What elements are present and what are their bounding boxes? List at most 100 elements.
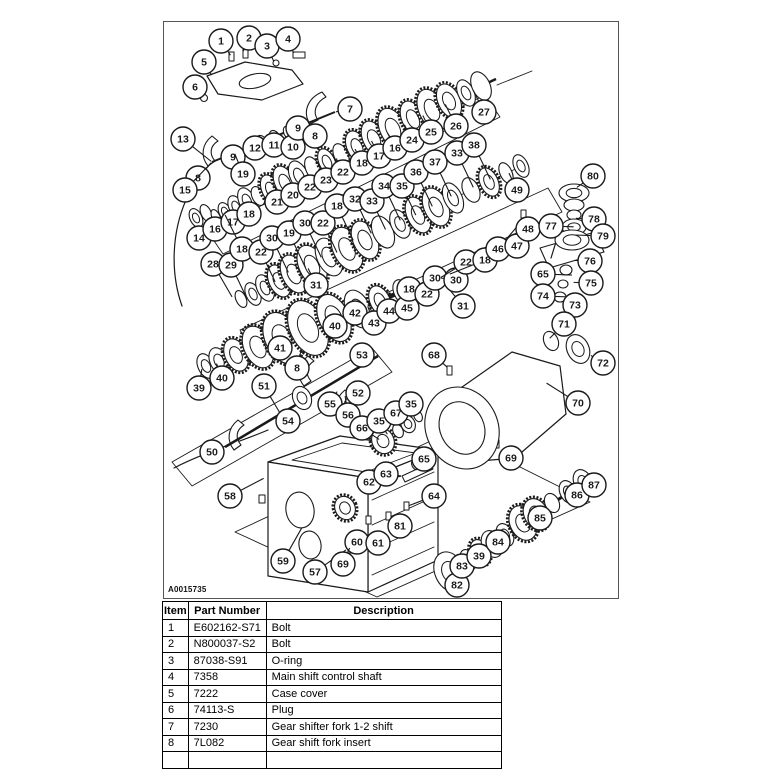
svg-text:62: 62: [363, 477, 375, 489]
callout-39: 39: [186, 368, 212, 401]
svg-text:57: 57: [309, 567, 321, 579]
col-header-description: Description: [265, 601, 502, 620]
table-row: 4 7358 Main shift control shaft: [162, 668, 502, 686]
callout-7: 7: [335, 96, 363, 122]
callout-68: 68: [421, 342, 448, 368]
description-cell: Bolt: [265, 619, 502, 637]
svg-text:13: 13: [177, 134, 189, 146]
part-number-cell: 74113-S: [187, 701, 267, 719]
callout-19: 19: [230, 153, 256, 187]
callout-54: 54: [275, 408, 301, 434]
callout-26: 26: [443, 104, 469, 139]
svg-text:16: 16: [389, 143, 401, 155]
svg-text:11: 11: [268, 140, 279, 152]
svg-text:50: 50: [206, 447, 218, 459]
svg-text:80: 80: [587, 171, 599, 183]
callout-72: 72: [590, 350, 616, 376]
callout-12: 12: [242, 135, 268, 161]
callout-53: 53: [349, 342, 375, 368]
callout-18: 18: [236, 201, 262, 227]
callout-77: 77: [538, 213, 574, 239]
svg-text:30: 30: [429, 273, 441, 285]
svg-text:39: 39: [473, 551, 485, 563]
callout-48: 48: [515, 216, 541, 242]
svg-text:8: 8: [195, 173, 201, 185]
svg-text:67: 67: [390, 408, 402, 420]
svg-text:22: 22: [421, 289, 433, 301]
table-row: 5 7222 Case cover: [162, 685, 502, 703]
svg-text:18: 18: [403, 284, 415, 296]
svg-text:35: 35: [396, 181, 408, 193]
svg-text:56: 56: [342, 410, 354, 422]
svg-text:22: 22: [460, 257, 472, 269]
svg-text:76: 76: [584, 256, 596, 268]
callout-15: 15: [172, 162, 212, 203]
svg-text:8: 8: [294, 363, 300, 375]
part-number-cell: E602162-S71: [187, 619, 267, 637]
callout-39: 39: [466, 543, 492, 569]
callout-8: 8: [302, 123, 328, 149]
svg-text:40: 40: [329, 321, 341, 333]
svg-text:71: 71: [558, 319, 570, 331]
svg-text:33: 33: [366, 196, 378, 208]
svg-text:9: 9: [230, 152, 236, 164]
callout-25: 25: [418, 115, 444, 145]
svg-text:40: 40: [216, 373, 228, 385]
callout-5: 5: [191, 49, 217, 76]
svg-text:82: 82: [451, 580, 463, 592]
callout-59: 59: [270, 527, 303, 574]
svg-text:49: 49: [511, 185, 523, 197]
svg-text:25: 25: [425, 127, 437, 139]
part-number-cell: 7222: [187, 685, 267, 703]
item-cell: [162, 751, 189, 769]
callout-84: 84: [485, 529, 511, 555]
svg-text:17: 17: [373, 151, 385, 163]
item-cell: 1: [162, 619, 189, 637]
svg-text:36: 36: [410, 167, 422, 179]
callout-41: 41: [267, 335, 293, 361]
svg-text:17: 17: [227, 217, 239, 229]
svg-text:47: 47: [511, 241, 523, 253]
svg-text:65: 65: [537, 269, 549, 281]
svg-text:39: 39: [193, 383, 205, 395]
svg-text:81: 81: [394, 521, 406, 533]
svg-text:22: 22: [255, 247, 267, 259]
callout-13: 13: [170, 126, 212, 162]
callout-58: 58: [217, 477, 264, 509]
svg-text:7: 7: [347, 104, 353, 116]
callout-82: 82: [444, 572, 470, 598]
table-row-partial: [162, 751, 502, 769]
svg-text:18: 18: [479, 255, 491, 267]
callout-40: 40: [209, 363, 235, 391]
callout-65: 65: [530, 261, 572, 287]
callout-65: 65: [411, 446, 437, 472]
svg-text:1: 1: [218, 36, 224, 48]
description-cell: Gear shift fork insert: [265, 734, 502, 752]
description-cell: Main shift control shaft: [265, 668, 502, 686]
table-row: 8 7L082 Gear shift fork insert: [162, 734, 502, 752]
callout-31: 31: [303, 268, 329, 298]
svg-text:60: 60: [351, 537, 363, 549]
svg-text:48: 48: [522, 224, 534, 236]
part-number-cell: 87038-S91: [187, 652, 267, 670]
svg-text:69: 69: [505, 453, 517, 465]
part-number-cell: 7358: [187, 668, 267, 686]
svg-text:31: 31: [310, 280, 322, 292]
svg-text:70: 70: [572, 398, 584, 410]
svg-text:52: 52: [352, 388, 364, 400]
svg-text:30: 30: [266, 233, 278, 245]
item-cell: 4: [162, 668, 189, 686]
svg-text:37: 37: [429, 157, 441, 169]
callout-8: 8: [284, 355, 310, 381]
callout-50: 50: [199, 439, 225, 465]
callout-71: 71: [549, 311, 577, 339]
svg-text:51: 51: [258, 381, 270, 393]
svg-text:65: 65: [418, 454, 430, 466]
table-row: 2 N800037-S2 Bolt: [162, 635, 502, 653]
svg-text:85: 85: [534, 513, 546, 525]
svg-text:18: 18: [236, 244, 248, 256]
table-row: 1 E602162-S71 Bolt: [162, 619, 502, 637]
